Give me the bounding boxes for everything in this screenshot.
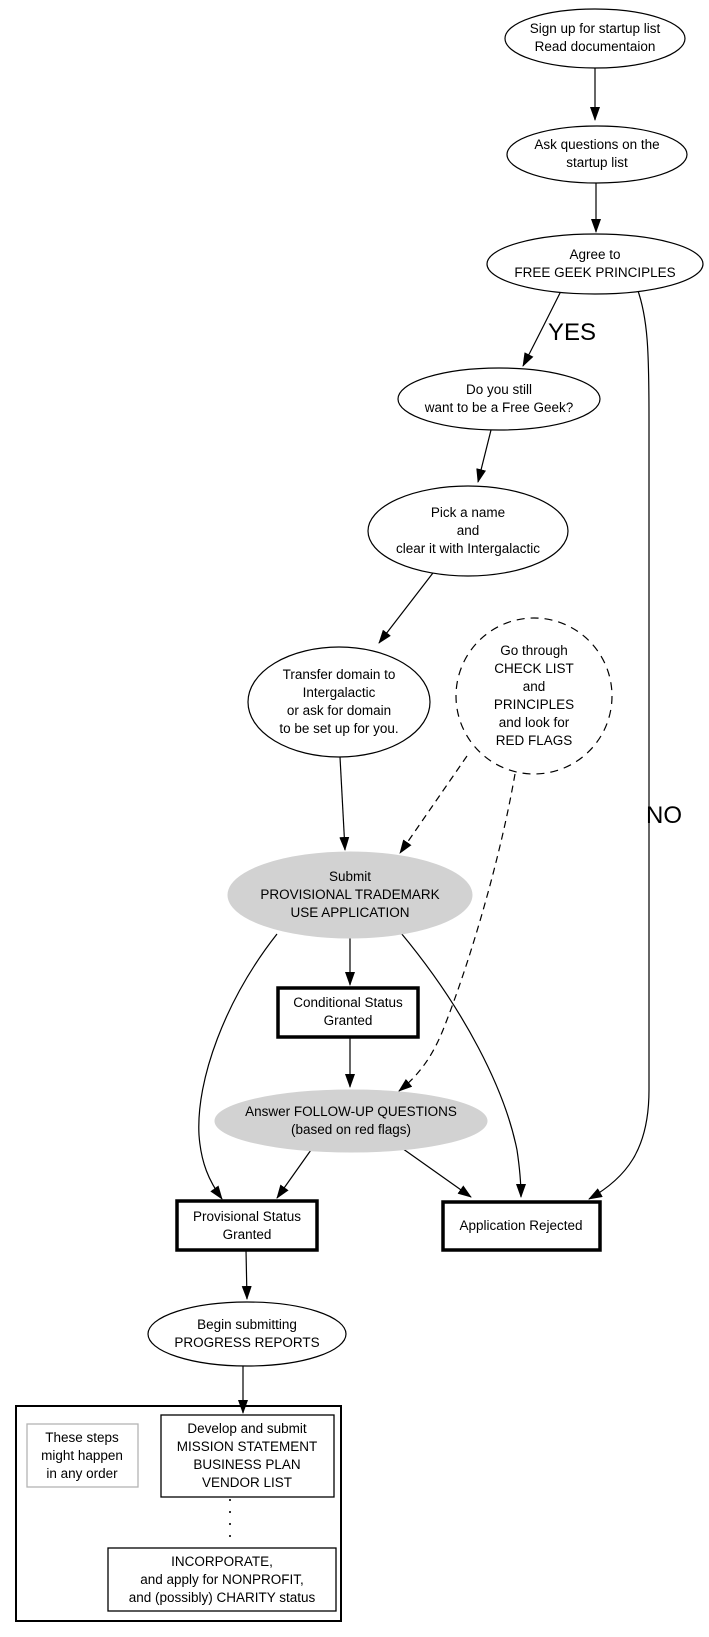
node-agree-principles: [486, 233, 704, 295]
edge-agree-rejected-no: [588, 287, 650, 1200]
edge-followup-rejected: [398, 1145, 472, 1198]
edge-stillwant-pickname: [476, 429, 492, 483]
node-develop-submit-label: Develop and submit MISSION STATEMENT BUS…: [176, 1421, 318, 1490]
node-sign-up-label: Sign up for startup list Read documentai…: [529, 21, 661, 54]
node-incorporate-label: INCORPORATE, and apply for NONPROFIT, an…: [128, 1554, 316, 1605]
node-still-want-label: Do you still want to be a Free Geek?: [424, 382, 574, 415]
node-ask-questions-label: Ask questions on the startup list: [534, 137, 660, 170]
node-application-rejected: [441, 1200, 602, 1252]
node-incorporate: [107, 1547, 337, 1612]
edge-checklist-submit-dashed: [399, 755, 468, 854]
node-provisional-status: [175, 1199, 319, 1252]
node-conditional-status-label: Conditional Status Granted: [293, 995, 403, 1028]
node-agree-principles-label: Agree to FREE GEEK PRINCIPLES: [514, 247, 676, 280]
node-submit-application: [227, 851, 473, 939]
node-progress-reports: [147, 1301, 347, 1367]
edge-checklist-followup-dashed: [398, 773, 516, 1092]
node-develop-submit: [160, 1414, 335, 1498]
edge-submit-provisional: [198, 933, 278, 1200]
node-transfer-domain-label: Transfer domain to Intergalactic or ask …: [279, 667, 399, 736]
node-application-rejected-label: Application Rejected: [459, 1218, 583, 1233]
edge-agree-stillwant-yes: [522, 290, 562, 367]
node-check-list: [455, 617, 613, 775]
cluster-final-steps: [15, 1405, 342, 1622]
node-conditional-status: [276, 986, 420, 1039]
node-ask-questions: [506, 125, 688, 184]
edge-submit-rejected: [400, 932, 526, 1198]
edge-label-no: NO: [646, 802, 682, 829]
edge-provisional-progress: [241, 1249, 252, 1300]
node-cluster-note-label: These steps might happen in any order: [41, 1430, 123, 1481]
node-follow-up-label: Answer FOLLOW-UP QUESTIONS (based on red…: [245, 1104, 457, 1137]
edge-followup-provisional: [276, 1149, 312, 1199]
node-follow-up: [214, 1089, 488, 1153]
node-progress-reports-label: Begin submitting PROGRESS REPORTS: [174, 1317, 320, 1350]
node-submit-application-label: Submit PROVISIONAL TRADEMARK USE APPLICA…: [260, 869, 440, 920]
node-cluster-note: [26, 1423, 139, 1488]
node-transfer-domain: [247, 646, 431, 758]
edge-transferdomain-submit: [339, 756, 350, 851]
node-provisional-status-label: Provisional Status Granted: [192, 1209, 302, 1242]
node-sign-up: [504, 8, 686, 69]
edge-pickname-transferdomain: [378, 568, 437, 644]
node-pick-name-label: Pick a name and clear it with Intergalac…: [395, 505, 541, 556]
edge-label-yes: YES: [547, 319, 597, 346]
node-check-list-label: Go through CHECK LIST and PRINCIPLES and…: [493, 643, 575, 748]
node-still-want: [397, 367, 601, 431]
node-pick-name: [367, 485, 569, 577]
